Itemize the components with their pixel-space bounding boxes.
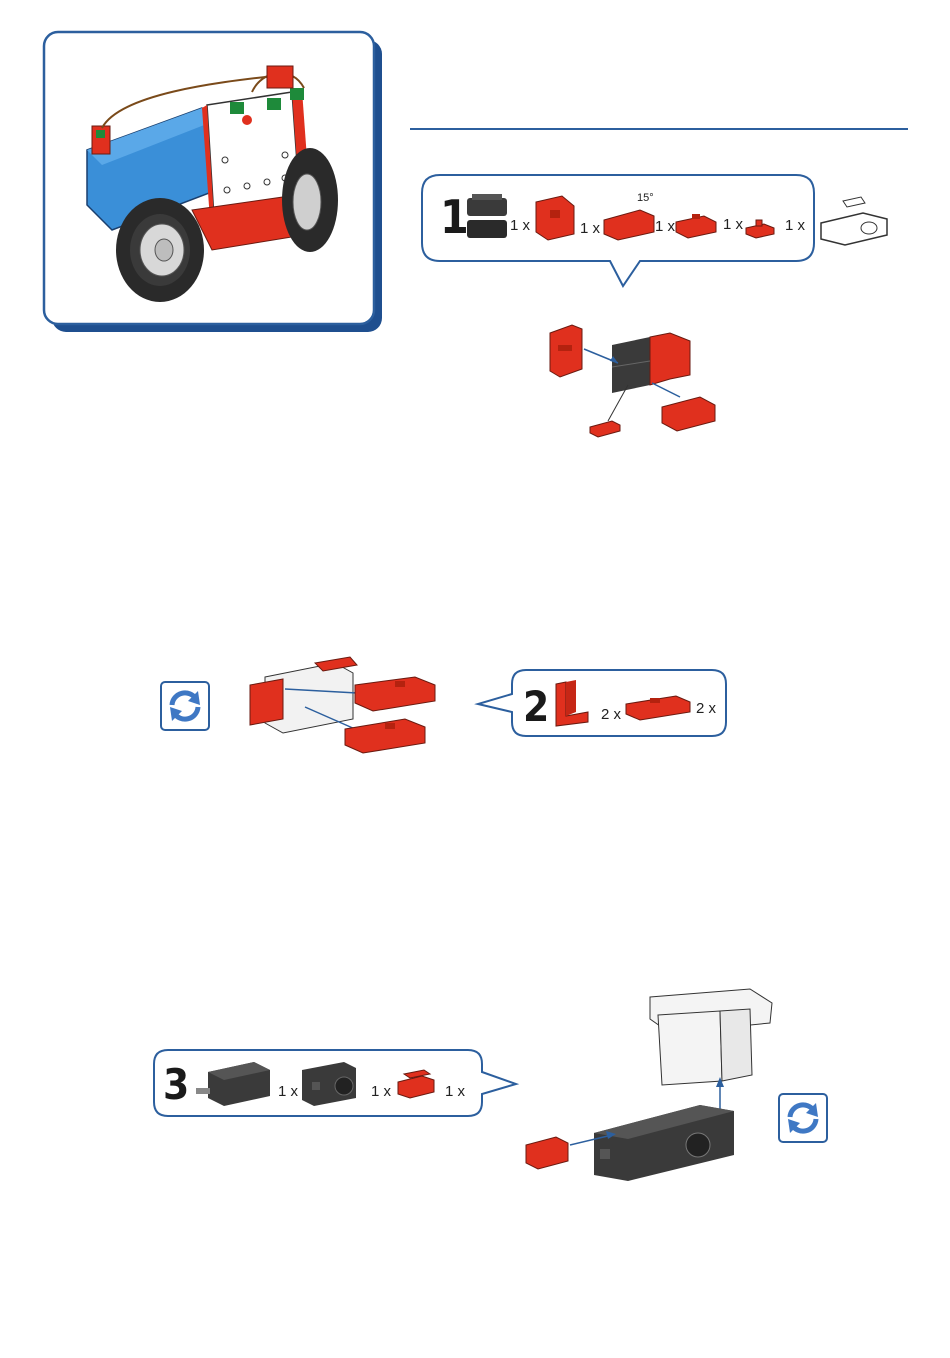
red-connector-part-icon (746, 220, 774, 238)
model-preview-frame (42, 30, 384, 334)
red-connector-block-part-icon (398, 1070, 434, 1098)
step-3-parts (194, 1058, 444, 1110)
step-3-qty-2: 1 x (371, 1083, 391, 1100)
red-flat-part-icon (676, 214, 716, 238)
step-1-qty-4: 1 x (723, 216, 743, 233)
step-2-qty-2: 2 x (696, 700, 716, 717)
step-3-assembly-illustration (520, 985, 780, 1185)
baseplate-icon (815, 195, 895, 247)
step-3-qty-3: 1 x (445, 1083, 465, 1100)
step-1-qty-1: 1 x (510, 217, 530, 234)
step-1-qty-3: 1 x (655, 218, 675, 235)
step-2-parts (550, 676, 700, 728)
step-1-qty-2: 1 x (580, 220, 600, 237)
step-1-assembly-illustration (540, 315, 730, 445)
angle-label: 15° (637, 192, 654, 204)
red-plate-part-icon (626, 696, 690, 720)
step-3-number: 3 (163, 1060, 189, 1109)
header-divider (410, 128, 908, 130)
model-preview-image (42, 30, 384, 334)
black-block-part-icon (467, 194, 507, 238)
gearbox-part-icon (302, 1062, 356, 1106)
red-wedge-part-icon (604, 210, 654, 240)
rotate-icon[interactable] (160, 681, 210, 731)
step-2-assembly-illustration (245, 655, 445, 755)
step-3-qty-1: 1 x (278, 1083, 298, 1100)
step-1-qty-5: 1 x (785, 217, 805, 234)
step-2-qty-1: 2 x (601, 706, 621, 723)
rotate-icon[interactable] (778, 1093, 828, 1143)
red-angle-bracket-part-icon (556, 680, 588, 726)
step-2-number: 2 (523, 682, 549, 731)
mini-motor-part-icon (196, 1062, 270, 1106)
red-block-part-icon (536, 196, 574, 240)
